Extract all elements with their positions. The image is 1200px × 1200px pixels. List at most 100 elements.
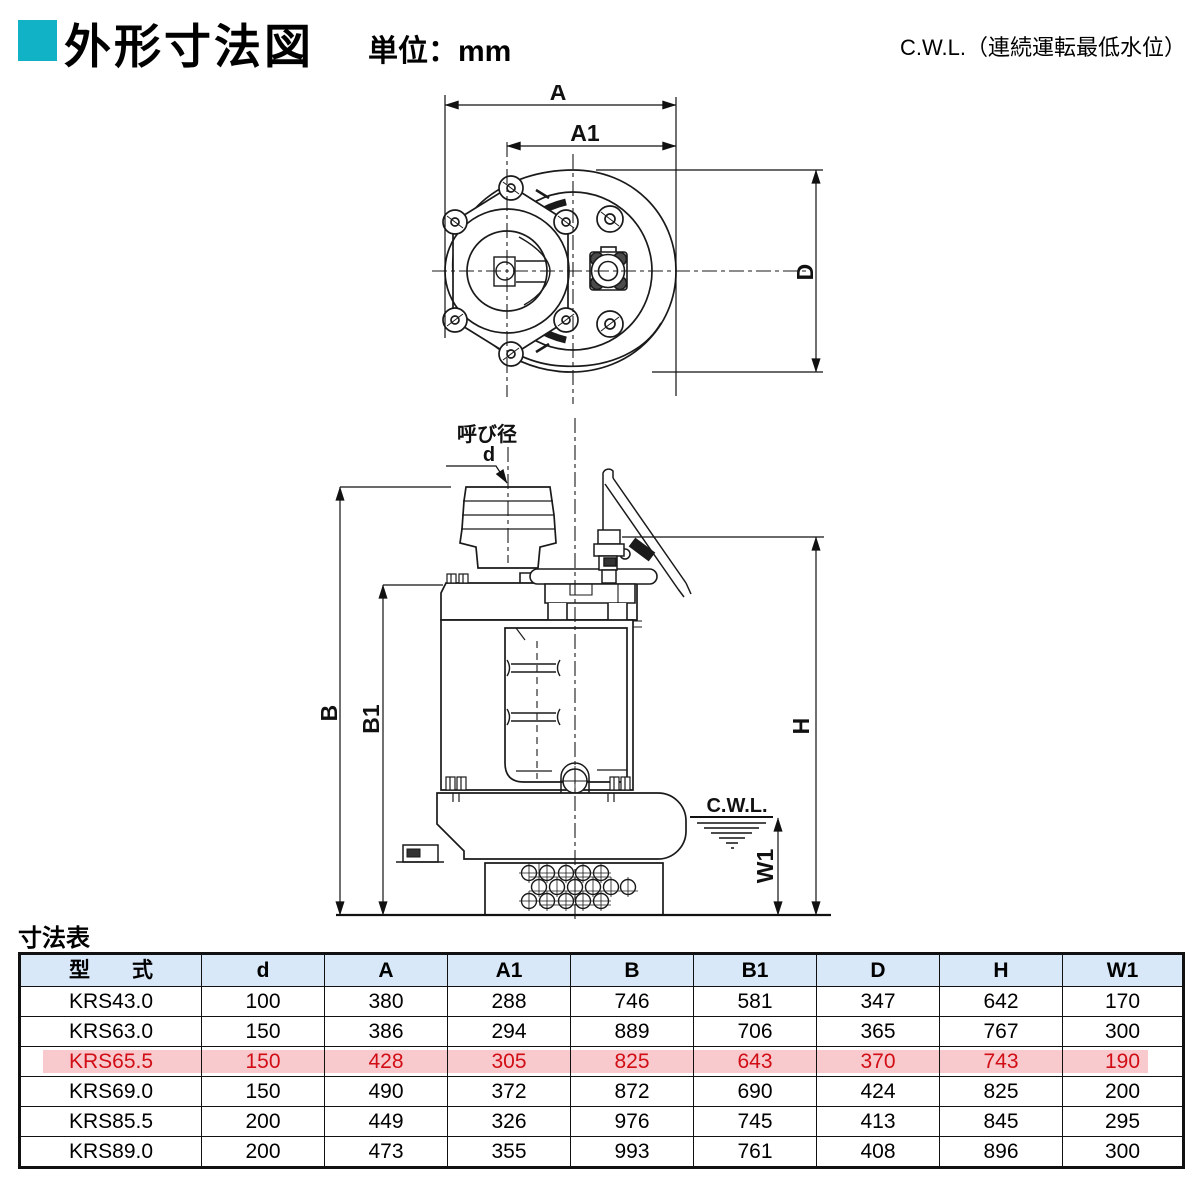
dimension-cell: 643 (693, 1046, 817, 1077)
dimension-cell: 294 (447, 1016, 571, 1047)
dim-label-a: A (550, 85, 567, 105)
dimension-cell: 100 (201, 986, 325, 1017)
dimension-cell: 347 (816, 986, 940, 1017)
strainer-stand (484, 862, 664, 915)
nominal-diameter-label: 呼び径 (457, 422, 517, 446)
accent-square (18, 20, 57, 61)
dimension-cell: 413 (816, 1106, 940, 1137)
dimension-cell: 170 (1062, 986, 1184, 1017)
dimension-cell: 326 (447, 1106, 571, 1137)
column-header: B1 (693, 953, 817, 987)
dimension-cell: 993 (570, 1136, 694, 1168)
column-header: H (939, 953, 1063, 987)
dimension-cell: 473 (324, 1136, 448, 1168)
dimension-cell: 380 (324, 986, 448, 1017)
dimension-cell: 200 (201, 1136, 325, 1168)
column-header: D (816, 953, 940, 987)
hose-coupling (459, 486, 557, 569)
dimension-cell: 845 (939, 1106, 1063, 1137)
dim-label-d: D (792, 264, 818, 281)
casing-bolts (445, 776, 631, 791)
top-view-drawing: A A1 D (432, 85, 823, 404)
dimension-cell: 150 (201, 1016, 325, 1047)
model-cell: KRS65.5 (19, 1046, 202, 1077)
dimension-cell: 428 (324, 1046, 448, 1077)
dim-label-b: B (316, 705, 342, 722)
dimension-cell: 976 (570, 1106, 694, 1137)
dimension-cell: 370 (816, 1046, 940, 1077)
dim-label-d-small: d (483, 444, 495, 466)
dimension-cell: 300 (1062, 1016, 1184, 1047)
dimension-cell: 300 (1062, 1136, 1184, 1168)
side-view-drawing: 呼び径 d B B1 H W1 C.W.L. (316, 418, 831, 921)
dimension-cell: 305 (447, 1046, 571, 1077)
side-view-dimensions (335, 465, 831, 917)
dimension-cell: 200 (201, 1106, 325, 1137)
dimension-cell: 706 (693, 1016, 817, 1047)
unit-label: 単位：mm (368, 35, 512, 68)
top-view-dimensions (444, 95, 823, 396)
column-header: A1 (447, 953, 571, 987)
dim-label-b1: B1 (358, 704, 384, 734)
volute-base (396, 792, 687, 863)
dimension-cell: 872 (570, 1076, 694, 1107)
dimension-cell: 449 (324, 1106, 448, 1137)
cwl-note: C.W.L.（連続運転最低水位） (899, 35, 1186, 60)
column-header: B (570, 953, 694, 987)
dimension-cell: 200 (1062, 1076, 1184, 1107)
dimension-cell: 825 (939, 1076, 1063, 1107)
dimension-cell: 295 (1062, 1106, 1184, 1137)
dimension-cell: 896 (939, 1136, 1063, 1168)
model-cell: KRS43.0 (19, 986, 202, 1017)
dimension-cell: 889 (570, 1016, 694, 1047)
motor-casing (440, 619, 634, 796)
dimension-cell: 386 (324, 1016, 448, 1047)
dimension-cell: 581 (693, 986, 817, 1017)
column-header: 型 式 (19, 953, 202, 987)
dim-label-a1: A1 (570, 120, 600, 146)
model-cell: KRS63.0 (19, 1016, 202, 1047)
dimension-cell: 690 (693, 1076, 817, 1107)
cable-gland-top (589, 246, 628, 291)
dimension-cell: 745 (693, 1106, 817, 1137)
dimension-cell: 642 (939, 986, 1063, 1017)
dimension-cell: 355 (447, 1136, 571, 1168)
page-title: 外形寸法図 (64, 20, 314, 73)
dimension-cell: 743 (939, 1046, 1063, 1077)
dimension-cell: 761 (693, 1136, 817, 1168)
model-cell: KRS69.0 (19, 1076, 202, 1107)
top-view-centerlines (432, 142, 806, 404)
dim-label-h: H (788, 718, 814, 735)
dimension-cell: 288 (447, 986, 571, 1017)
dimension-cell: 150 (201, 1076, 325, 1107)
dimension-cell: 372 (447, 1076, 571, 1107)
cwl-drawing-label: C.W.L. (706, 795, 767, 817)
dimension-cell: 190 (1062, 1046, 1184, 1077)
dimension-cell: 408 (816, 1136, 940, 1168)
dimension-cell: 424 (816, 1076, 940, 1107)
dimension-cell: 490 (324, 1076, 448, 1107)
table-caption: 寸法表 (18, 925, 90, 952)
dimension-cell: 746 (570, 986, 694, 1017)
dimension-cell: 825 (570, 1046, 694, 1077)
column-header: d (201, 953, 325, 987)
model-cell: KRS85.5 (19, 1106, 202, 1137)
dimension-cell: 150 (201, 1046, 325, 1077)
dimension-cell: 767 (939, 1016, 1063, 1047)
dim-label-w1: W1 (752, 849, 778, 884)
clamp-bands (506, 659, 561, 726)
column-header: W1 (1062, 953, 1184, 987)
side-view-centerlines (507, 418, 576, 921)
column-header: A (324, 953, 448, 987)
water-level-symbol (690, 816, 773, 849)
